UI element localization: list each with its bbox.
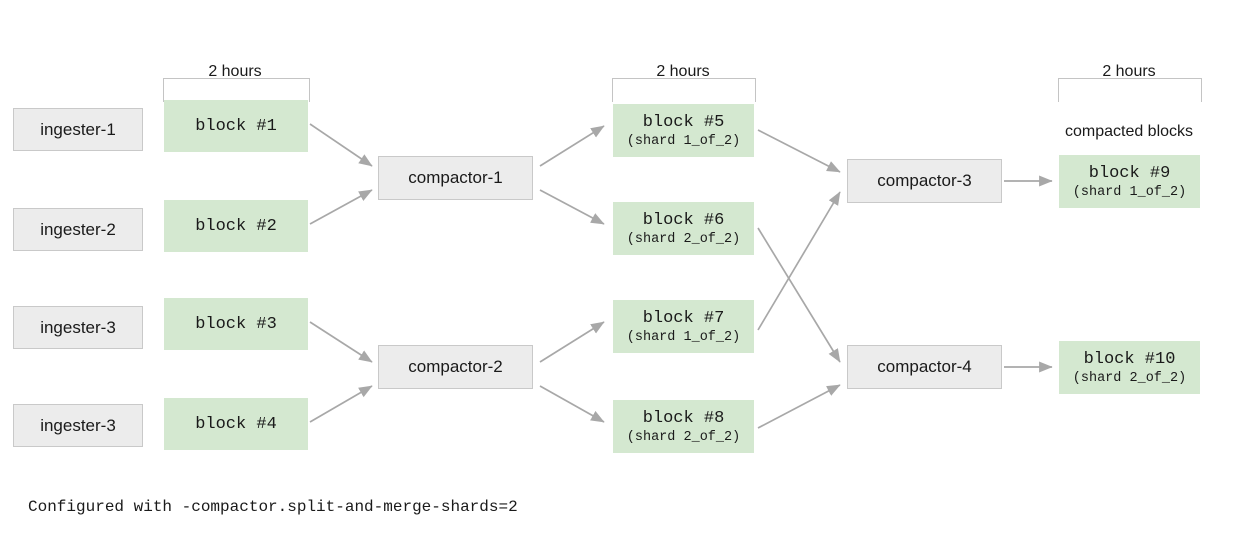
block-title: block #4 [195,414,277,434]
column-header-compacted-line1: 2 hours [1102,63,1156,80]
split-block-7[interactable]: block #7 (shard 1_of_2) [613,300,754,353]
split-block-5[interactable]: block #5 (shard 1_of_2) [613,104,754,157]
block-shard: (shard 1_of_2) [626,329,741,345]
block-title: block #2 [195,216,277,236]
compactor-node-4[interactable]: compactor-4 [847,345,1002,389]
split-block-6[interactable]: block #6 (shard 2_of_2) [613,202,754,255]
ingester-label: ingester-2 [40,219,116,239]
source-block-1[interactable]: block #1 [164,100,308,152]
block-shard: (shard 2_of_2) [626,429,741,445]
block-title: block #6 [642,210,725,230]
block-title: block #1 [195,116,277,136]
block-title: block #7 [642,308,725,328]
block-title: block #8 [642,408,725,428]
compactor-label: compactor-1 [408,168,503,187]
block-title: block #3 [195,314,277,334]
ingester-node-3[interactable]: ingester-3 [13,306,143,349]
diagram-caption: Configured with -compactor.split-and-mer… [28,498,518,516]
source-block-4[interactable]: block #4 [164,398,308,450]
bracket-compacted-blocks [1058,78,1202,102]
block-shard: (shard 1_of_2) [1072,184,1187,200]
column-header-split: 2 hours split blocks [588,22,778,182]
block-shard: (shard 2_of_2) [626,231,741,247]
column-header-source-line1: 2 hours [208,63,262,80]
compactor-label: compactor-4 [877,357,972,376]
column-header-compacted: 2 hours compacted blocks [1034,22,1224,182]
block-shard: (shard 2_of_2) [1072,370,1187,386]
compacted-block-10[interactable]: block #10 (shard 2_of_2) [1059,341,1200,394]
compactor-label: compactor-2 [408,357,503,376]
compactor-node-1[interactable]: compactor-1 [378,156,533,200]
ingester-label: ingester-3 [40,317,116,337]
block-title: block #10 [1083,349,1176,369]
column-header-compacted-line2: compacted blocks [1064,123,1194,140]
block-title: block #5 [642,112,725,132]
ingester-node-1[interactable]: ingester-1 [13,108,143,151]
compactor-node-2[interactable]: compactor-2 [378,345,533,389]
block-title: block #9 [1088,163,1171,183]
ingester-label: ingester-1 [40,119,116,139]
compactor-label: compactor-3 [877,171,972,190]
bracket-source-blocks [163,78,310,102]
source-block-2[interactable]: block #2 [164,200,308,252]
ingester-label: ingester-3 [40,415,116,435]
compacted-block-9[interactable]: block #9 (shard 1_of_2) [1059,155,1200,208]
split-block-8[interactable]: block #8 (shard 2_of_2) [613,400,754,453]
block-shard: (shard 1_of_2) [626,133,741,149]
column-header-split-line1: 2 hours [656,63,710,80]
compactor-node-3[interactable]: compactor-3 [847,159,1002,203]
source-block-3[interactable]: block #3 [164,298,308,350]
bracket-split-blocks [612,78,756,102]
ingester-node-2[interactable]: ingester-2 [13,208,143,251]
ingester-node-4[interactable]: ingester-3 [13,404,143,447]
